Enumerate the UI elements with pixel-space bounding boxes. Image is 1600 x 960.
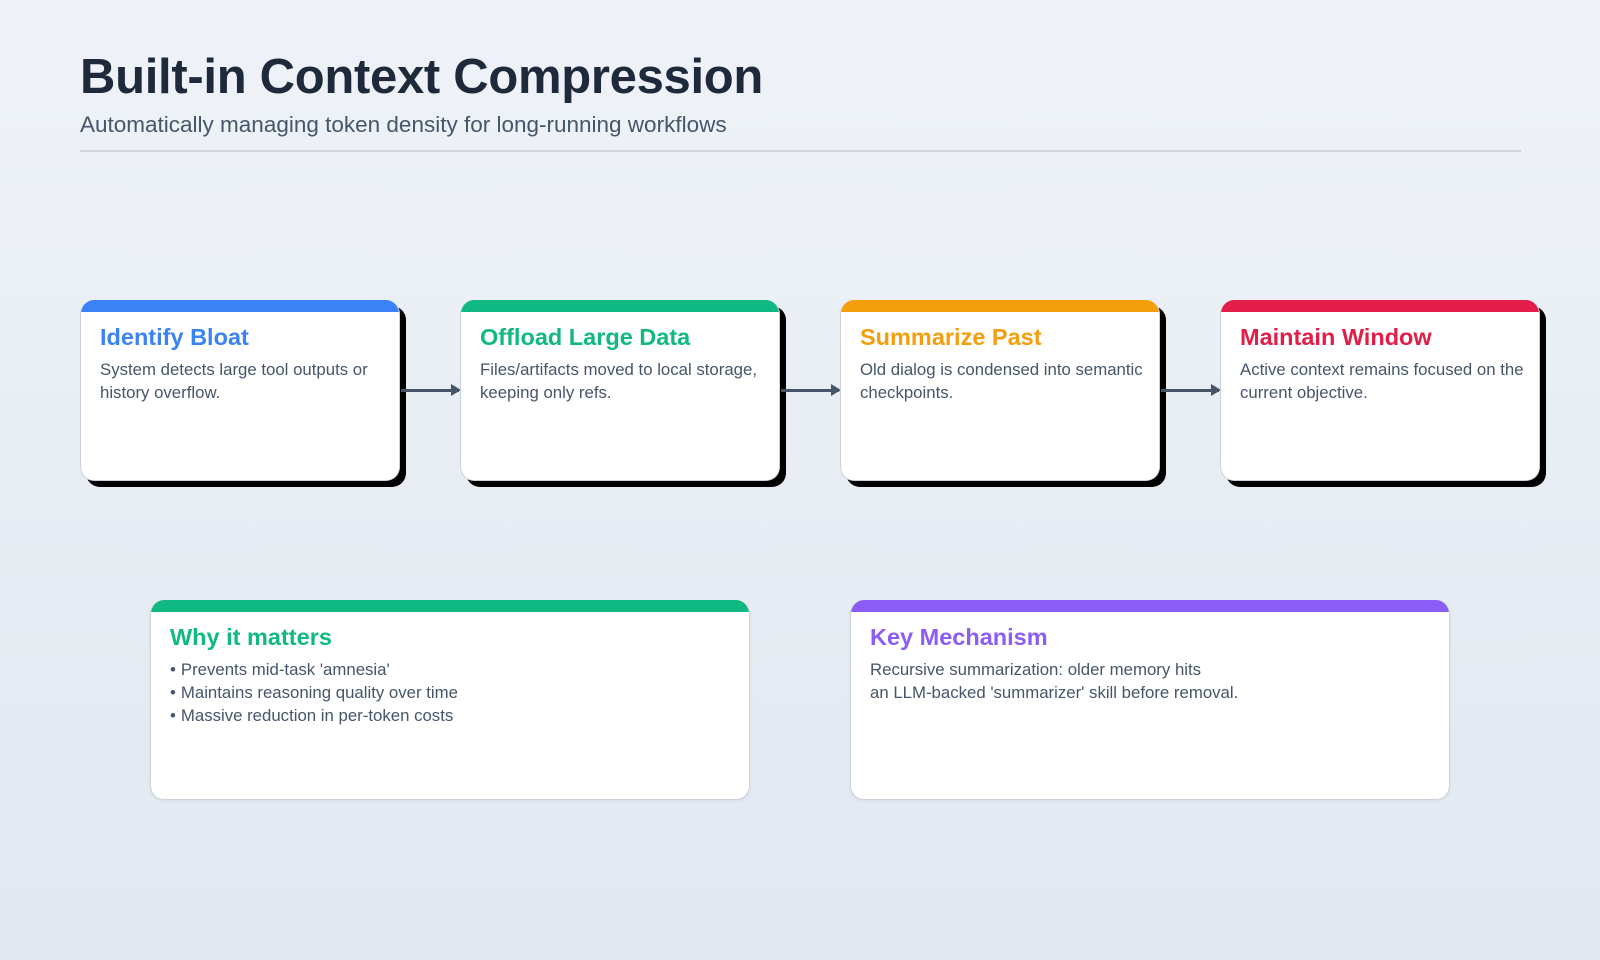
step-description: Files/artifacts moved to local storage, … — [480, 360, 758, 402]
card-accent-bar — [461, 300, 779, 312]
list-item: Maintains reasoning quality over time — [170, 681, 458, 704]
step-description: System detects large tool outputs or his… — [100, 360, 368, 402]
step-description: Active context remains focused on the cu… — [1240, 360, 1524, 402]
card-accent-bar — [151, 600, 749, 612]
arrow-right-icon — [781, 384, 841, 396]
arrow-right-icon — [1161, 384, 1221, 396]
card-title: Why it matters — [170, 624, 332, 650]
step-card-summarize-past: Summarize Past Old dialog is condensed i… — [840, 300, 1160, 481]
description-line: Recursive summarization: older memory hi… — [870, 660, 1202, 679]
step-card-offload-large-data: Offload Large Data Files/artifacts moved… — [460, 300, 780, 481]
step-card-identify-bloat: Identify Bloat System detects large tool… — [80, 300, 400, 481]
card-accent-bar — [841, 300, 1159, 312]
header-divider — [80, 150, 1521, 152]
page-title: Built-in Context Compression — [80, 50, 764, 104]
why-it-matters-card: Why it matters Prevents mid-task 'amnesi… — [150, 600, 750, 800]
list-item: Prevents mid-task 'amnesia' — [170, 658, 458, 681]
description-line: an LLM-backed 'summarizer' skill before … — [870, 683, 1239, 702]
key-mechanism-card: Key Mechanism Recursive summarization: o… — [850, 600, 1450, 800]
step-title: Summarize Past — [860, 324, 1042, 350]
step-title: Identify Bloat — [100, 324, 249, 350]
step-description: Old dialog is condensed into semantic ch… — [860, 360, 1143, 402]
list-item: Massive reduction in per-token costs — [170, 704, 458, 727]
card-accent-bar — [851, 600, 1449, 612]
arrow-right-icon — [401, 384, 461, 396]
header: Built-in Context Compression Automatical… — [80, 44, 1521, 140]
card-title: Key Mechanism — [870, 624, 1048, 650]
mechanism-description: Recursive summarization: older memory hi… — [870, 658, 1430, 704]
card-accent-bar — [81, 300, 399, 312]
step-card-maintain-window: Maintain Window Active context remains f… — [1220, 300, 1540, 481]
step-title: Maintain Window — [1240, 324, 1432, 350]
step-title: Offload Large Data — [480, 324, 691, 350]
card-accent-bar — [1221, 300, 1539, 312]
page-subtitle: Automatically managing token density for… — [80, 112, 727, 137]
benefits-list: Prevents mid-task 'amnesia' Maintains re… — [170, 658, 458, 727]
